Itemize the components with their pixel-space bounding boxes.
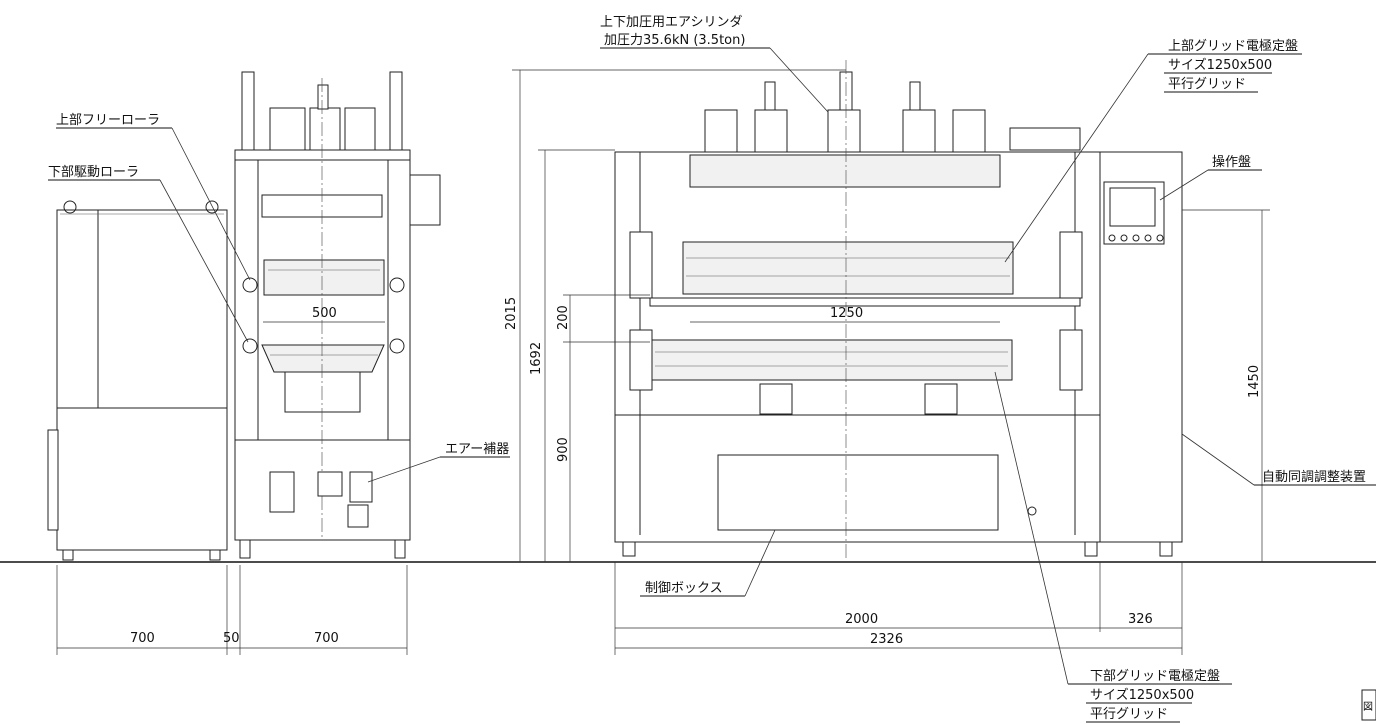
dim-2326: 2326 (870, 632, 903, 647)
callout-cylinder-line1: 上下加圧用エアシリンダ (600, 15, 742, 30)
dim-1250: 1250 (830, 306, 863, 321)
dim-326: 326 (1128, 612, 1153, 627)
callout-control-box: 制御ボックス (645, 581, 723, 596)
callout-lower-drive-roller: 下部駆動ローラ (48, 165, 139, 180)
callout-lower-platen-line1: 下部グリッド電極定盤 (1090, 668, 1220, 684)
left-cabinet (47, 200, 228, 561)
front-view-press (614, 60, 1183, 560)
callout-upper-free-roller: 上部フリーローラ (56, 113, 160, 128)
dim-500: 500 (312, 306, 337, 321)
dim-2000: 2000 (845, 612, 878, 627)
dim-2015: 2015 (504, 297, 519, 330)
dim-side-700: 700 (314, 631, 339, 646)
callout-operation-panel: 操作盤 (1212, 154, 1251, 170)
dim-cabinet-700: 700 (130, 631, 155, 646)
callout-lower-platen-line2: サイズ1250x500 (1090, 687, 1194, 703)
dim-200: 200 (556, 305, 571, 330)
callout-air-unit: エアー補器 (445, 442, 509, 457)
side-view-press (234, 71, 441, 559)
dim-1450: 1450 (1247, 365, 1262, 398)
callout-lower-platen-line3: 平行グリッド (1090, 707, 1168, 722)
callout-upper-platen-line3: 平行グリッド (1168, 77, 1246, 92)
callout-cylinder-line2: 加圧力35.6kN (3.5ton) (604, 33, 745, 48)
callout-auto-sync-device: 自動同調調整装置 (1262, 470, 1366, 485)
callout-upper-platen-line1: 上部グリッド電極定盤 (1168, 38, 1298, 54)
dim-900: 900 (556, 437, 571, 462)
callout-upper-platen-line2: サイズ1250x500 (1168, 57, 1272, 73)
dim-1692: 1692 (529, 342, 544, 375)
dim-gap-50: 50 (223, 631, 240, 646)
corner-mark: 図 (1363, 701, 1373, 713)
